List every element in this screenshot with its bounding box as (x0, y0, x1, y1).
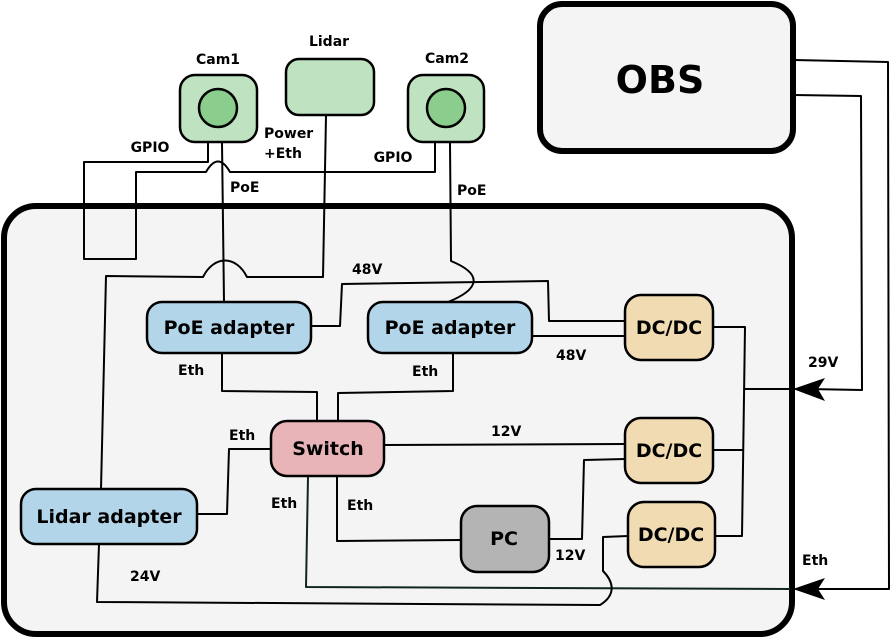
obs-box (537, 1, 796, 154)
label-gpio-cam1: GPIO (131, 140, 170, 156)
label-12v-pc: 12V (555, 548, 585, 564)
label-poe-cam1: PoE (230, 180, 259, 196)
switch-label: Switch (292, 438, 364, 460)
label-12v-switch: 12V (491, 424, 521, 440)
switch-box (269, 419, 386, 478)
poe-adapter-right-label: PoE adapter (385, 317, 516, 339)
wire-poe-left-eth (221, 351, 318, 422)
dcdc-top-node: DC/DC (623, 293, 715, 362)
label-poe-cam2: PoE (457, 183, 486, 199)
switch-node: Switch (269, 419, 386, 478)
poe-adapter-left-node: PoE adapter (145, 300, 313, 355)
poe-adapter-right-box (366, 300, 534, 355)
poe-adapter-left-label: PoE adapter (164, 317, 295, 339)
lidar-adapter-box (19, 487, 199, 546)
pc-label: PC (490, 528, 518, 550)
wire-switch-obs-eth (305, 476, 791, 590)
wire-lidar-adapter-eth (196, 448, 272, 515)
label-gpio-cam2: GPIO (374, 150, 413, 166)
dcdc-bottom-node: DC/DC (626, 500, 717, 569)
cam2-label: Cam2 (425, 51, 469, 67)
wire-obs-eth (793, 59, 890, 590)
wire-poe-right-eth (337, 352, 454, 422)
dcdc-top-box (623, 293, 715, 362)
wire-lidar-power-eth (100, 115, 327, 490)
poe-adapter-left-box (145, 300, 313, 355)
cam1-lens (197, 87, 239, 129)
label-29v: 29V (808, 355, 838, 371)
wire-cam2-poe (447, 142, 475, 303)
pc-node: PC (459, 504, 551, 574)
label-24v: 24V (130, 569, 160, 585)
pc-box (459, 504, 551, 574)
dcdc-top-label: DC/DC (636, 317, 702, 339)
wire-pc-12v (548, 458, 626, 540)
label-eth-switch-down: Eth (271, 496, 297, 512)
lidar-adapter-label: Lidar adapter (36, 506, 182, 528)
label-power-eth-1: Power (264, 126, 313, 142)
lidar-label: Lidar (309, 34, 349, 50)
cam1-label: Cam1 (196, 52, 240, 68)
wire-48v-top (310, 280, 626, 327)
obs-label: OBS (616, 58, 705, 102)
lidar-adapter-node: Lidar adapter (19, 487, 199, 546)
wire-cam1-poe (221, 142, 225, 303)
cam2-node: Cam2 (406, 51, 486, 144)
wire-obs-29v (793, 94, 863, 391)
label-48v-top: 48V (352, 262, 382, 278)
label-eth-poe-right: Eth (412, 364, 438, 380)
label-48v-right: 48V (556, 348, 586, 364)
label-eth-obs: Eth (802, 553, 828, 569)
dcdc-bottom-label: DC/DC (638, 524, 704, 546)
lidar-node: Lidar (284, 34, 376, 117)
label-power-eth-2: +Eth (264, 146, 302, 162)
lidar-body (284, 57, 376, 117)
wire-24v (96, 535, 629, 606)
label-eth-lidar-adapter: Eth (229, 428, 255, 444)
dcdc-mid-box (623, 416, 715, 485)
dcdc-bottom-box (626, 500, 717, 569)
dcdc-mid-label: DC/DC (636, 440, 702, 462)
cam1-node: Cam1 (178, 52, 259, 144)
wire-dcdc-bus (712, 326, 794, 537)
arrow-eth (793, 578, 825, 600)
label-eth-poe-left: Eth (178, 363, 204, 379)
wire-switch-12v (383, 443, 626, 446)
poe-adapter-right-node: PoE adapter (366, 300, 534, 355)
obs-node: OBS (537, 1, 796, 154)
arrow-29v (793, 378, 825, 401)
dcdc-mid-node: DC/DC (623, 416, 715, 485)
wire-switch-pc-eth (336, 476, 462, 542)
wire-cam1-gpio (83, 142, 436, 260)
cam2-lens (425, 87, 467, 129)
label-eth-switch-pc: Eth (347, 498, 373, 514)
